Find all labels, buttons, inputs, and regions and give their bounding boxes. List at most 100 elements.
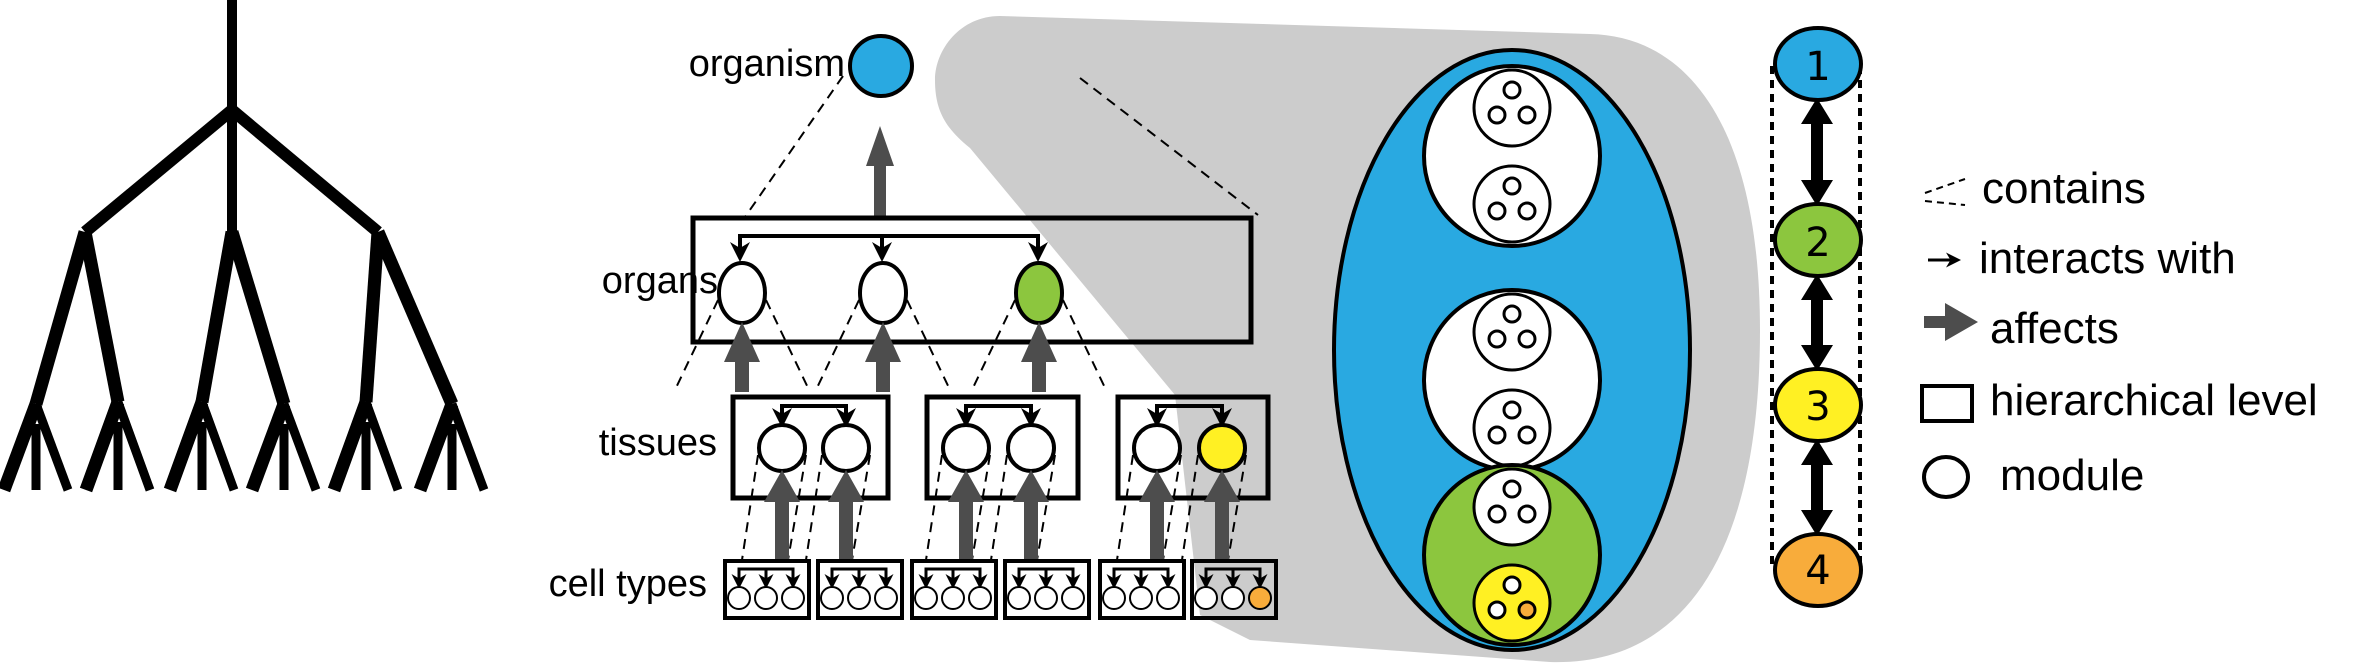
tissue-ellipse — [1472, 467, 1552, 547]
scale-number-3: 3 — [1805, 384, 1830, 430]
cell-type-dot — [1502, 479, 1522, 499]
dashed-lines-icon — [1924, 200, 1966, 206]
legend-label-module: module — [2000, 451, 2144, 500]
organ-module-1 — [717, 261, 767, 325]
interaction-bar — [780, 404, 848, 418]
affects-arrow — [1139, 470, 1175, 560]
interaction-bar — [738, 234, 1040, 256]
contains-line — [741, 454, 759, 561]
cell-type-dot — [1487, 425, 1507, 445]
legend-label-hierarchical-level: hierarchical level — [1990, 376, 2318, 425]
contains-line — [744, 75, 844, 218]
hierarchical-level-box — [910, 559, 998, 620]
tree-branch — [228, 105, 382, 237]
hierarchical-level-box — [816, 559, 904, 620]
dashed-lines-icon — [1924, 178, 1966, 194]
contains-line — [1181, 454, 1199, 561]
level-label-organs: organs — [602, 260, 718, 302]
scale-number-2: 2 — [1805, 220, 1830, 266]
contains-line — [673, 299, 719, 393]
contains-line — [805, 454, 823, 561]
bidirectional-arrow — [1801, 274, 1833, 371]
hierarchical-level-box — [730, 394, 891, 501]
cell-type-module — [874, 586, 898, 610]
circle-icon — [1922, 455, 1970, 499]
cell-type-dot — [1502, 304, 1522, 324]
interaction-bar — [964, 404, 1033, 418]
affects-arrow — [1204, 470, 1240, 560]
tree-branch — [225, 230, 291, 406]
level-label-organism: organism — [689, 43, 845, 85]
branching-tree — [0, 0, 489, 493]
cell-type-dot — [1517, 201, 1537, 221]
cell-type-dot — [1502, 80, 1522, 100]
tree-branch — [279, 402, 321, 492]
cell-type-module — [1034, 586, 1058, 610]
legend-label-contains: contains — [1982, 164, 2146, 213]
tissue-ellipse — [1472, 164, 1552, 244]
scale-node-4 — [1773, 532, 1863, 608]
organ-module-3 — [1014, 261, 1064, 325]
contains-line — [1079, 77, 1259, 216]
affects-arrow — [866, 126, 894, 218]
contains-line — [990, 454, 1008, 561]
hierarchical-level-box — [690, 215, 1254, 345]
tree-branch — [79, 399, 125, 493]
tree-branch — [31, 402, 73, 492]
legend-label-interacts: interacts with — [1979, 234, 2236, 283]
organ-ellipse-3 — [1422, 463, 1602, 647]
tree-branch — [359, 231, 385, 403]
affects-arrow — [764, 470, 800, 560]
contains-line — [814, 299, 860, 393]
contains-line — [925, 454, 943, 561]
scale-number-1: 1 — [1805, 44, 1830, 90]
cell-type-dot — [1517, 329, 1537, 349]
cell-type-module — [781, 586, 805, 610]
hierarchical-level-box — [1003, 559, 1091, 620]
cell-type-module — [914, 586, 938, 610]
cell-type-module — [941, 586, 965, 610]
affects-arrow — [1013, 470, 1049, 560]
scale-node-1 — [1773, 26, 1863, 102]
cell-type-module — [968, 586, 992, 610]
contains-line — [1227, 454, 1247, 561]
hierarchical-level-box — [924, 394, 1081, 501]
tree-branch — [0, 401, 43, 493]
tissue-module — [757, 423, 807, 473]
cell-type-dot — [1517, 504, 1537, 524]
affects-arrow — [1021, 322, 1057, 392]
cell-type-module — [1194, 586, 1218, 610]
cell-type-module-highlighted — [1248, 586, 1272, 610]
scale-node-3 — [1773, 367, 1863, 443]
tree-branch — [197, 400, 239, 492]
cell-type-dot — [1502, 400, 1522, 420]
contains-line — [851, 454, 871, 561]
contains-line — [1062, 299, 1108, 393]
hierarchical-level-box — [1115, 394, 1271, 501]
bidirectional-arrow — [1801, 98, 1833, 206]
cell-type-module — [1061, 586, 1085, 610]
cell-type-dot — [1502, 575, 1522, 595]
scale-chain: 1 2 3 4 — [1770, 26, 1863, 608]
tissue-ellipse-highlighted — [1472, 563, 1552, 643]
organ-ellipse-1 — [1422, 64, 1602, 248]
cell-type-module — [1129, 586, 1153, 610]
tree-branch — [361, 400, 403, 492]
tree-branch — [113, 400, 155, 492]
hierarchical-level-box — [723, 559, 811, 620]
level-label-tissues: tissues — [599, 422, 717, 464]
tissue-module — [821, 423, 871, 473]
contains-line — [970, 299, 1016, 393]
cell-type-dot-highlighted — [1517, 600, 1537, 620]
contains-line — [787, 454, 807, 561]
tissue-module — [1006, 423, 1056, 473]
hierarchical-level-box — [1098, 559, 1186, 620]
organism-module — [848, 34, 914, 98]
cell-type-dot — [1487, 201, 1507, 221]
affects-arrow — [828, 470, 864, 560]
cell-type-module — [1007, 586, 1031, 610]
cell-type-dot — [1487, 504, 1507, 524]
tissue-ellipse — [1472, 68, 1552, 148]
contains-line — [1162, 454, 1182, 561]
